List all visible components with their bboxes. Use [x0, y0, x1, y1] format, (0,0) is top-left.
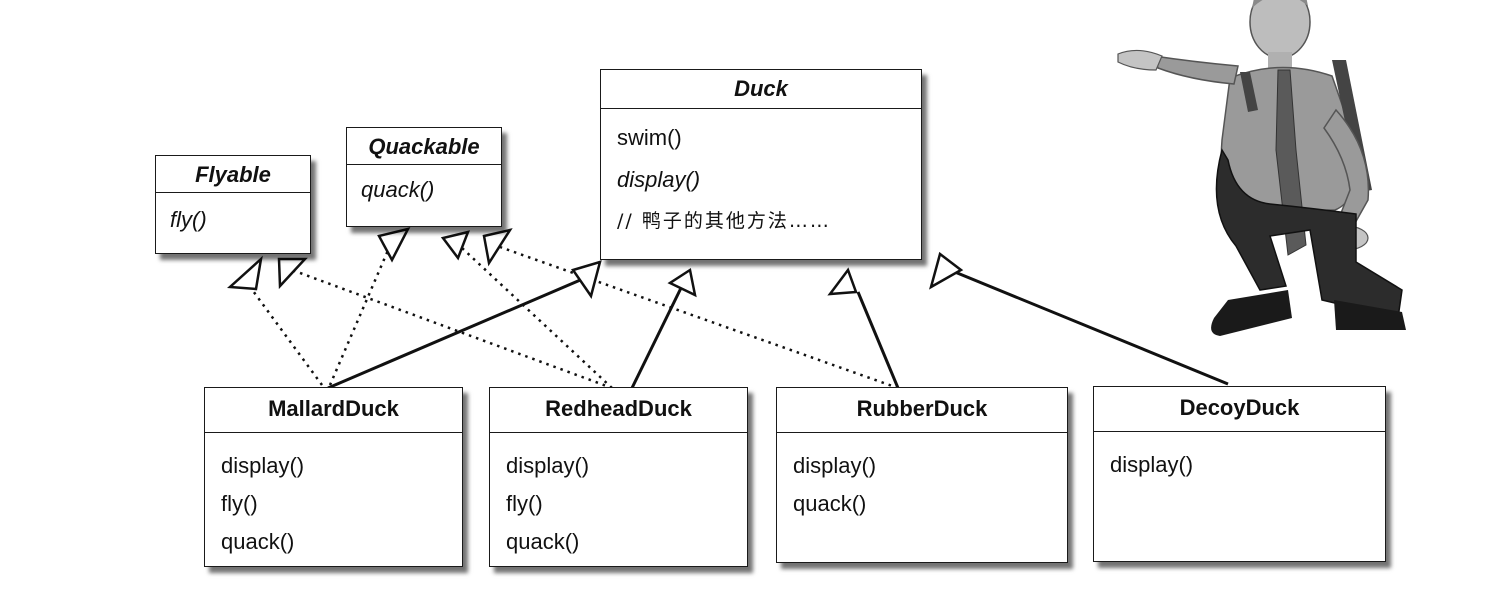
method-display-abstract: display() [617, 167, 701, 192]
arrowhead-duck-3 [827, 267, 858, 296]
method-fly: fly() [506, 491, 543, 516]
arrowhead-duck-4 [929, 251, 964, 290]
arrowhead-flyable-2 [277, 257, 308, 290]
interface-flyable: Flyable fly() [155, 155, 311, 254]
method-fly: fly() [221, 491, 258, 516]
class-rubber-duck: RubberDuck display() quack() [776, 387, 1068, 563]
arrowhead-quackable-3 [482, 228, 513, 267]
interface-quackable-methods: quack() [347, 179, 501, 201]
line-mallard-to-duck [327, 276, 586, 390]
comment-text: // 鸭子的其他方法…… [617, 210, 831, 232]
method-display: display() [1110, 452, 1194, 477]
method-quack: quack() [221, 529, 295, 554]
arrowhead-duck-1 [570, 260, 602, 299]
method-fly-abstract: fly() [170, 207, 207, 232]
arrowhead-duck-2 [667, 267, 697, 298]
class-redhead-duck: RedheadDuck display() fly() quack() [489, 387, 748, 567]
class-decoy-duck-title: DecoyDuck [1094, 387, 1385, 432]
class-rubber-duck-methods: display() quack() [777, 433, 1067, 515]
man-presenting-icon [1117, 0, 1406, 336]
class-duck-methods: swim() display() // 鸭子的其他方法…… [601, 109, 921, 231]
class-redhead-duck-title: RedheadDuck [490, 388, 747, 433]
class-redhead-duck-methods: display() fly() quack() [490, 433, 747, 553]
line-mallard-to-flyable [243, 279, 324, 386]
class-duck: Duck swim() display() // 鸭子的其他方法…… [600, 69, 922, 260]
class-duck-title: Duck [601, 70, 921, 109]
line-decoy-to-duck [949, 268, 1229, 386]
line-rubber-to-duck [856, 291, 900, 389]
class-mallard-duck: MallardDuck display() fly() quack() [204, 387, 463, 567]
class-decoy-duck: DecoyDuck display() [1093, 386, 1386, 562]
class-decoy-duck-methods: display() [1094, 432, 1385, 476]
method-quack-abstract: quack() [361, 177, 435, 202]
class-mallard-duck-methods: display() fly() quack() [205, 433, 462, 553]
method-display: display() [221, 453, 305, 478]
arrowhead-flyable-1 [227, 255, 263, 291]
class-rubber-duck-title: RubberDuck [777, 388, 1067, 433]
method-display: display() [506, 453, 590, 478]
method-other-comment: // 鸭子的其他方法…… [617, 209, 905, 231]
interface-flyable-title: Flyable [156, 156, 310, 193]
method-quack: quack() [793, 491, 867, 516]
line-redhead-to-duck [630, 287, 683, 389]
arrowhead-quackable-1 [377, 227, 411, 263]
arrowhead-quackable-2 [440, 230, 471, 261]
interface-quackable: Quackable quack() [346, 127, 502, 227]
line-mallard-to-quackable [328, 247, 391, 386]
line-rubber-to-quackable [499, 245, 899, 390]
interface-quackable-title: Quackable [347, 128, 501, 165]
method-swim: swim() [617, 125, 682, 150]
class-mallard-duck-title: MallardDuck [205, 388, 462, 433]
method-quack: quack() [506, 529, 580, 554]
interface-flyable-methods: fly() [156, 209, 310, 231]
method-display: display() [793, 453, 877, 478]
